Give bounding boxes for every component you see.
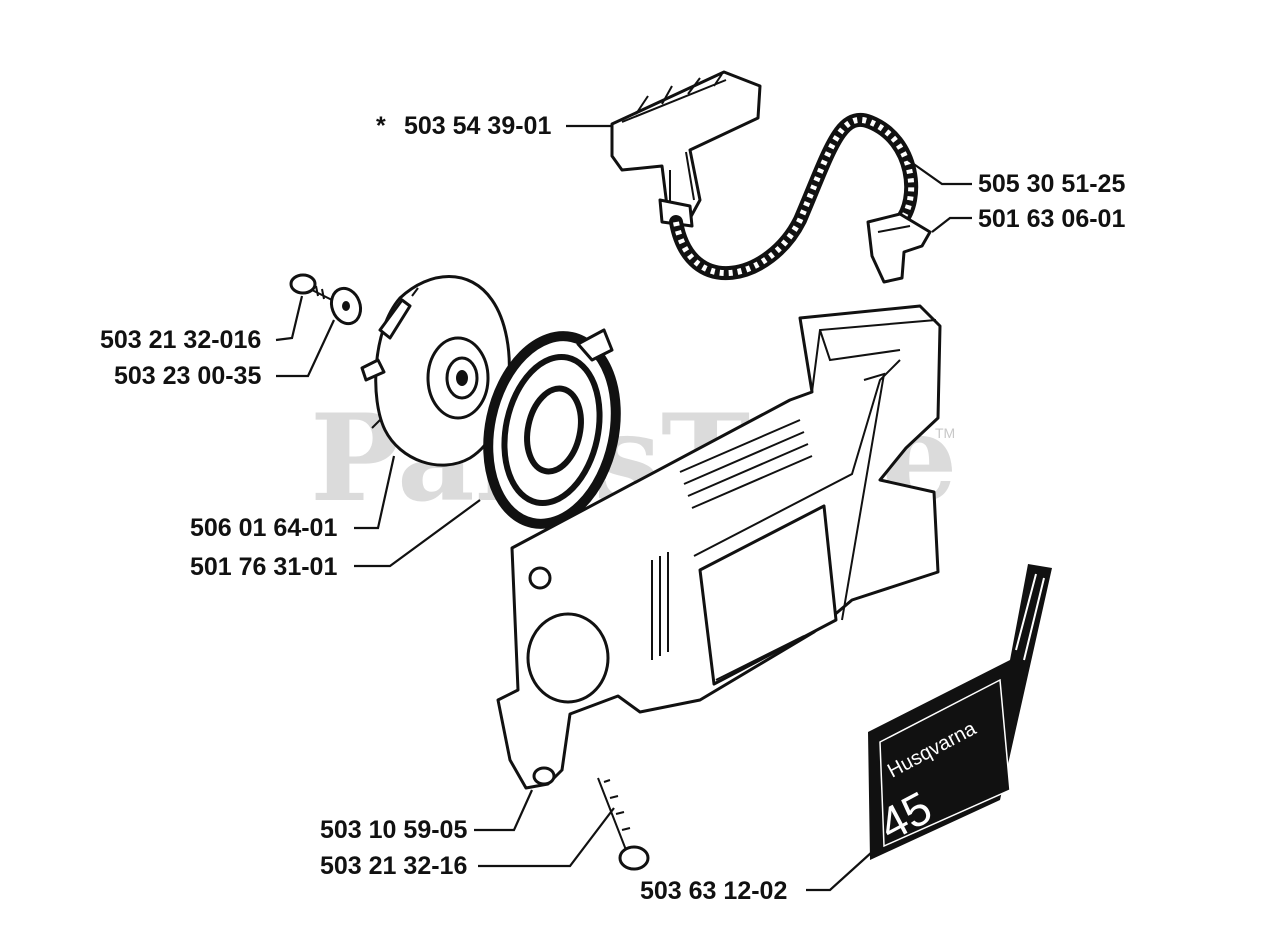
- screw-bottom-illustration: [597, 777, 650, 871]
- part-label-rope: 505 30 51-25: [978, 170, 1125, 198]
- part-label-decal: 503 63 12-02: [640, 877, 787, 905]
- part-labels: * 503 54 39-01 505 30 51-25 501 63 06-01…: [100, 112, 1125, 905]
- washer-illustration: [329, 286, 363, 326]
- rope-grip-illustration: [866, 212, 932, 284]
- pulley-illustration: [360, 275, 511, 467]
- part-label-pulley: 506 01 64-01: [190, 514, 337, 542]
- part-label-rope-grip: 501 63 06-01: [978, 205, 1125, 233]
- part-label-spring: 501 76 31-01: [190, 553, 337, 581]
- part-label-washer: 503 23 00-35: [114, 362, 261, 390]
- starter-handle-illustration: [610, 70, 762, 228]
- part-label-screw-bottom: 503 21 32-16: [320, 852, 467, 880]
- watermark-trademark: TM: [935, 425, 955, 441]
- starter-housing-illustration: [496, 304, 942, 790]
- part-label-handle: 503 54 39-01: [404, 112, 551, 140]
- part-label-screw-top: 503 21 32-016: [100, 326, 261, 354]
- asterisk-marker: *: [376, 112, 386, 140]
- decal-illustration: Husqvarna 45: [868, 564, 1052, 860]
- part-label-bracket: 503 10 59-05: [320, 816, 467, 844]
- screw-top-illustration: [289, 273, 333, 301]
- starter-rope-illustration: [669, 113, 919, 280]
- leader-lines: [275, 124, 972, 892]
- recoil-spring-illustration: [483, 328, 621, 529]
